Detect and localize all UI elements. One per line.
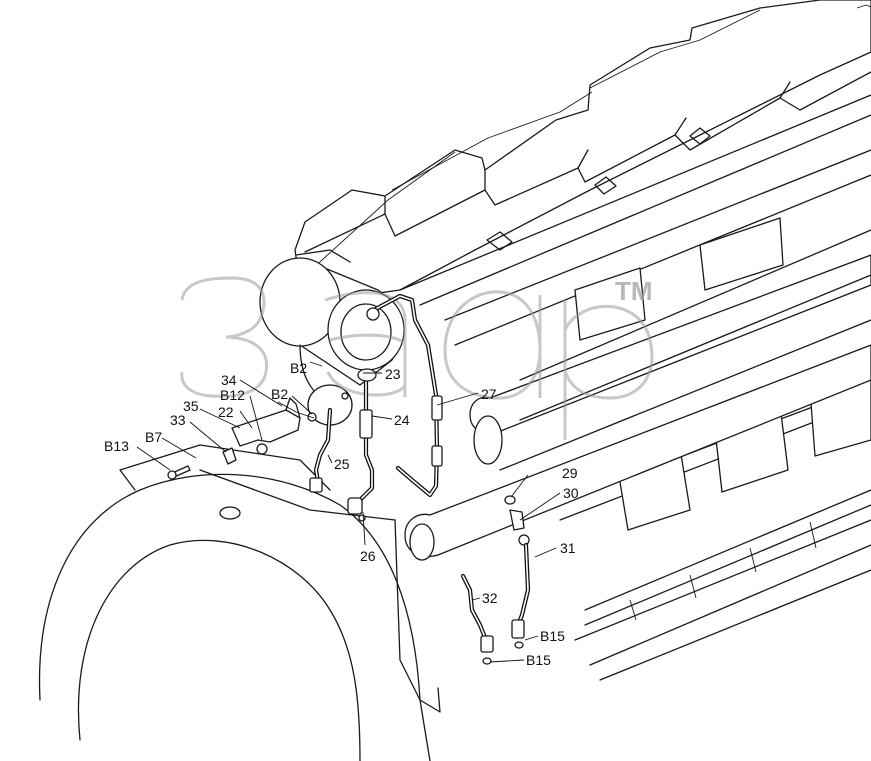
watermark-text: TM [615,276,653,306]
cylinder-head-covers [294,0,871,306]
pipe-clamp [431,445,443,467]
pipe-fitting [366,307,380,321]
label-bolt-b15-upper: B15 [540,628,565,644]
leader-lines [136,361,561,663]
label-part-33: 33 [170,412,186,428]
label-part-31: 31 [560,540,576,556]
label-bolt-b15-lower: B15 [526,652,551,668]
mounting-bracket [231,409,301,447]
label-part-27: 27 [481,386,497,402]
oil-pipes [167,293,531,665]
label-part-25: 25 [334,456,350,472]
label-part-30: 30 [563,485,579,501]
engine-drawing [38,0,871,761]
label-bolt-b2-upper: B2 [290,360,307,376]
turbocharger-housing [259,249,405,426]
banjo-fitting [357,368,377,382]
watermark-logo: TM [180,276,654,440]
label-part-24: 24 [394,412,410,428]
label-part-34: 34 [221,372,237,388]
corner-mark [856,4,871,9]
pipe-connector [359,409,373,439]
label-part-32: 32 [482,590,498,606]
part-labels: 23 24 25 26 27 29 30 31 32 22 33 34 35 B… [104,360,579,668]
label-part-29: 29 [562,465,578,481]
label-part-23: 23 [385,366,401,382]
flywheel-housing [38,444,441,761]
pipe-clamp [431,395,443,421]
label-part-22: 22 [218,404,234,420]
label-bolt-b13: B13 [104,438,129,454]
engine-block [404,149,871,681]
label-bolt-b7: B7 [145,429,162,445]
label-part-26: 26 [360,548,376,564]
label-part-35: 35 [183,398,199,414]
pipe-end-fitting [347,497,363,515]
label-bolt-b2-lower: B2 [271,386,288,402]
label-bolt-b12: B12 [220,387,245,403]
